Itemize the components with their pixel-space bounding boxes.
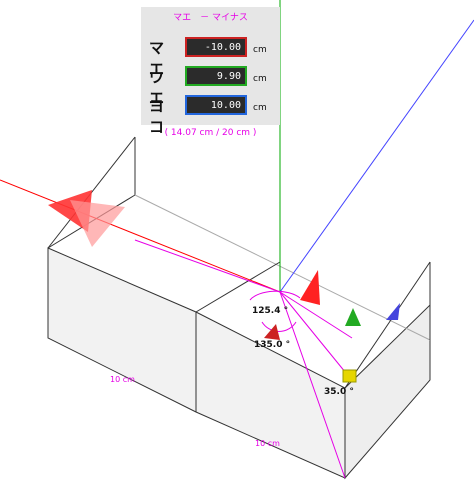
front-label: マエ (149, 39, 166, 78)
up-label: ウエ (149, 68, 166, 107)
x-handle-cone-small[interactable] (264, 324, 280, 340)
side-label: ヨコ (149, 97, 166, 136)
side-value-field[interactable]: 10.00 (185, 95, 247, 115)
panel-title: マエ － マイナス (173, 13, 248, 23)
x-handle-cone[interactable] (300, 270, 320, 305)
front-unit: cm (253, 45, 267, 55)
angle-label: 135.0 ° (254, 340, 290, 350)
ray-segment (279, 291, 353, 339)
direction-input-panel: マエ － マイナス マエ -10.00 cm ウエ 9.90 cm ヨコ 10.… (141, 7, 280, 136)
ray-segment (279, 291, 351, 379)
side-unit: cm (253, 103, 267, 113)
up-value-field[interactable]: 9.90 (185, 66, 247, 86)
box-right-face (344, 303, 431, 480)
angle-label: 35.0 ° (324, 387, 354, 397)
box-back-edge (134, 194, 431, 341)
x-axis-line (0, 179, 281, 293)
ray-segment (279, 291, 346, 479)
angle-arc (261, 321, 297, 332)
dimension-label: 10 cm (110, 375, 135, 384)
up-unit: cm (253, 74, 267, 84)
yellow-handle-cube[interactable] (342, 369, 357, 383)
box-edge (344, 261, 431, 389)
z-handle-cone[interactable] (386, 303, 400, 320)
x-direction-cone-shade (70, 200, 125, 247)
z-axis-line (279, 19, 474, 293)
length-status: ( 14.07 cm / 20 cm ) (164, 128, 257, 138)
ray-segment (134, 239, 281, 293)
angle-label: 125.4 ° (252, 306, 288, 316)
angle-arc (249, 290, 301, 301)
front-value-field[interactable]: -10.00 (185, 37, 247, 57)
y-handle-cone[interactable] (345, 308, 361, 326)
dimension-label: 10 cm (255, 439, 280, 448)
box-divider (195, 261, 281, 313)
